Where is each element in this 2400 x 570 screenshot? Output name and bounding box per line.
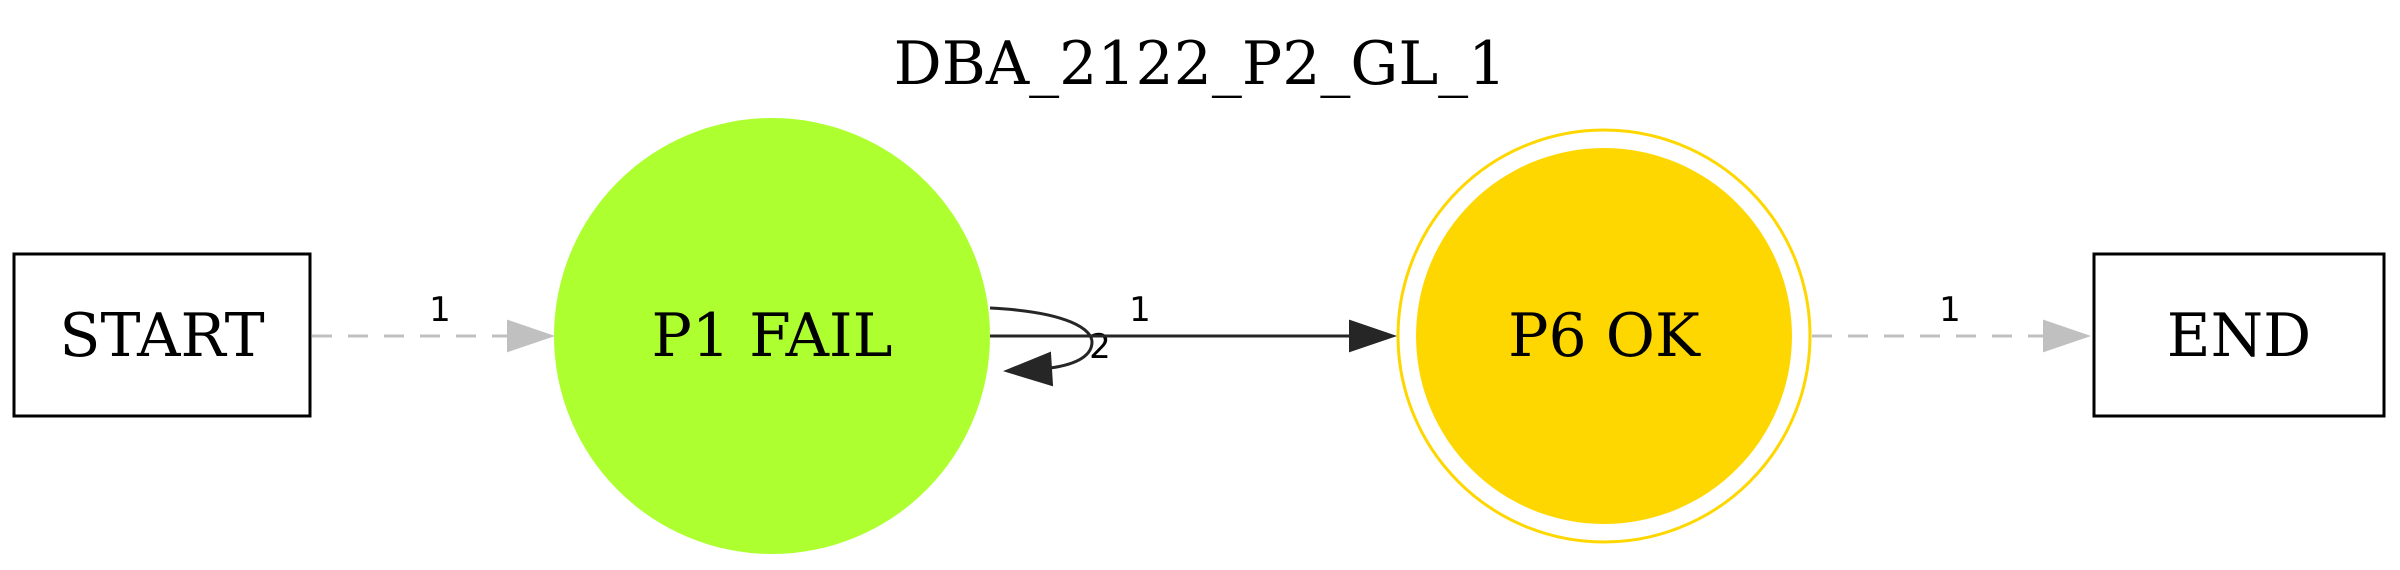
diagram-title: DBA_2122_P2_GL_1 — [894, 29, 1507, 99]
node-end[interactable]: END — [2092, 252, 2386, 418]
edge-p1-to-p6-label: 1 — [1129, 290, 1151, 330]
edge-p6-to-end-arrowhead — [2043, 319, 2092, 353]
edge-p1-to-p6: 1 — [990, 290, 1398, 353]
node-start-label: START — [59, 301, 264, 371]
edge-p1-self-loop-arrowhead — [1003, 351, 1054, 387]
edge-start-to-p1-label: 1 — [429, 290, 451, 330]
edge-p6-to-end-label: 1 — [1939, 290, 1961, 330]
node-p6-ok-label: P6 OK — [1508, 301, 1701, 371]
edge-start-to-p1-arrowhead — [507, 319, 556, 353]
edge-p1-self-loop-path — [989, 306, 1094, 370]
edge-p1-self-loop-label: 2 — [1089, 327, 1111, 367]
node-p1-fail-label: P1 FAIL — [652, 301, 893, 371]
node-end-label: END — [2167, 301, 2311, 371]
node-start[interactable]: START — [12, 252, 312, 418]
node-p6-ok-circle — [1416, 148, 1792, 524]
edge-p6-to-end: 1 — [1812, 290, 2092, 353]
node-p6-ok-outer-ring — [1396, 128, 1812, 544]
node-p6-ok[interactable]: P6 OK — [1396, 128, 1812, 544]
node-end-box — [2092, 252, 2386, 418]
edge-start-to-p1: 1 — [312, 290, 556, 353]
node-start-box — [12, 252, 312, 418]
edge-p1-to-p6-arrowhead — [1349, 319, 1398, 353]
edge-p1-self-loop: 2 — [989, 306, 1111, 387]
node-p1-fail[interactable]: P1 FAIL — [554, 118, 990, 554]
node-p1-fail-circle — [554, 118, 990, 554]
